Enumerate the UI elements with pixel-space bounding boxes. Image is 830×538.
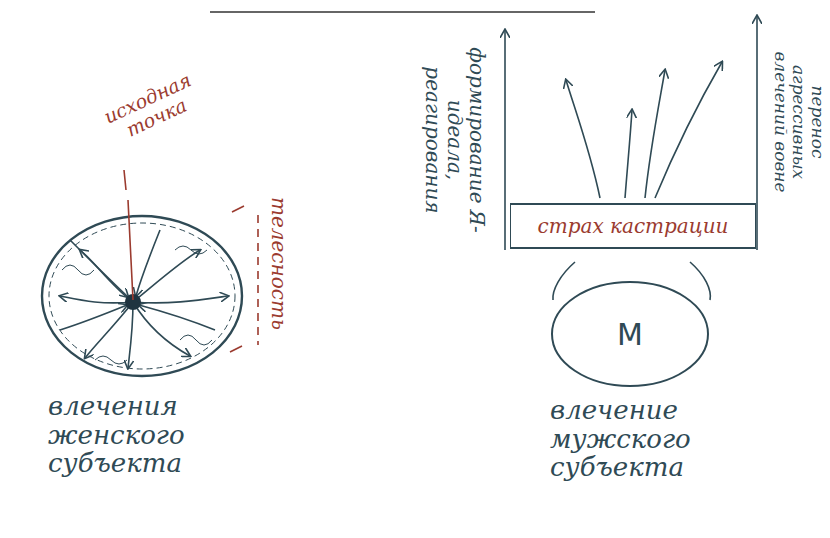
node-text: страх кастрации bbox=[537, 214, 728, 238]
drive-ellipse: M bbox=[550, 280, 710, 388]
drive-circle bbox=[42, 216, 242, 376]
body-bracket bbox=[230, 206, 258, 352]
axis-label: формирование Я-идеала, реагирования bbox=[422, 40, 488, 240]
origin-label: исходная точка bbox=[89, 64, 215, 153]
caption: влечение мужского субъекта bbox=[550, 396, 770, 482]
top-rule bbox=[210, 11, 595, 13]
caption: влечения женского субъекта bbox=[48, 392, 248, 478]
fear-band: страх кастрации bbox=[510, 203, 756, 249]
axis-label: перенос агрессивных влечений вовне bbox=[771, 42, 827, 202]
node-text: M bbox=[617, 317, 643, 352]
body-label: телесность bbox=[268, 197, 290, 327]
drive-arrows bbox=[505, 16, 757, 300]
origin-line bbox=[124, 170, 133, 300]
